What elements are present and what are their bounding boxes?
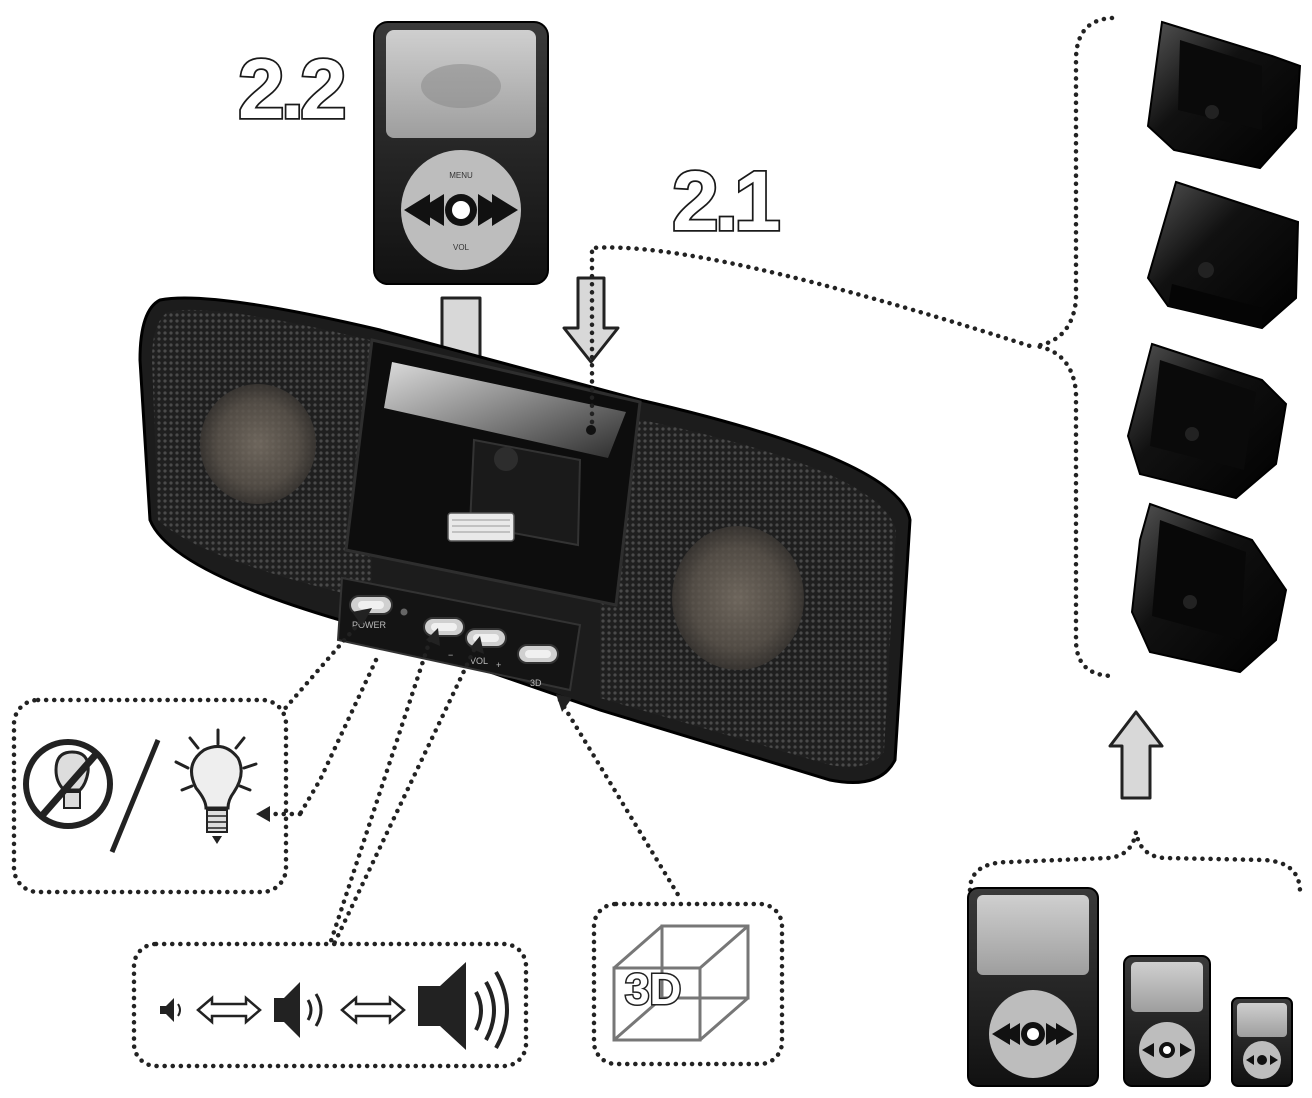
player-sizes-bracket <box>967 831 1303 895</box>
volume-low-icon <box>160 998 181 1022</box>
adapter-slot-marker <box>586 425 596 435</box>
light-off-icon <box>23 739 113 829</box>
dock-connector <box>447 512 515 542</box>
adapter-4 <box>1130 502 1288 674</box>
left-speaker <box>152 309 372 600</box>
media-player-large <box>967 887 1099 1087</box>
media-player-medium <box>1123 955 1211 1087</box>
adapter-select-arrow <box>1108 710 1164 800</box>
power-indicator-led <box>400 608 408 616</box>
adapter-2 <box>1146 180 1300 330</box>
double-arrow-icon-2 <box>340 995 406 1025</box>
3d-button[interactable] <box>517 644 559 664</box>
3d-label: 3D <box>625 965 681 1014</box>
volume-high-icon <box>418 962 509 1050</box>
speaker-dock: POWER − VOL + 3D <box>138 296 912 784</box>
light-on-icon <box>174 728 258 844</box>
light-leader-arrowhead <box>256 806 270 822</box>
cube-3d-icon: 3D <box>612 924 750 1042</box>
media-player-small <box>1231 997 1293 1087</box>
double-arrow-icon-1 <box>196 995 262 1025</box>
insert-adapter-arrow <box>562 276 620 364</box>
light-toggle-callout <box>11 697 289 895</box>
step-label-dock: 2.2 <box>238 42 344 136</box>
volume-callout <box>131 941 529 1069</box>
right-speaker <box>600 420 896 767</box>
adapter-3 <box>1126 342 1288 500</box>
wheel-vol-label: VOL <box>453 243 470 252</box>
power-label: POWER <box>352 620 387 630</box>
media-player-top: MENU VOL <box>373 21 549 285</box>
adapter-bracket <box>1035 15 1117 679</box>
3d-effect-callout: 3D <box>591 901 785 1067</box>
vol-plus-label: + <box>496 660 501 670</box>
wheel-menu-label: MENU <box>449 171 473 180</box>
volume-down-button[interactable] <box>423 617 465 637</box>
dock-cradle <box>344 338 642 607</box>
adapter-1 <box>1146 20 1302 170</box>
3d-button-label: 3D <box>530 678 542 688</box>
vol-label: VOL <box>470 656 488 666</box>
step-label-adapter: 2.1 <box>672 154 779 248</box>
volume-up-button[interactable] <box>465 628 507 648</box>
volume-mid-icon <box>274 982 323 1038</box>
vol-minus-label: − <box>448 650 453 660</box>
slash-divider <box>109 739 161 853</box>
power-button[interactable] <box>349 595 393 615</box>
